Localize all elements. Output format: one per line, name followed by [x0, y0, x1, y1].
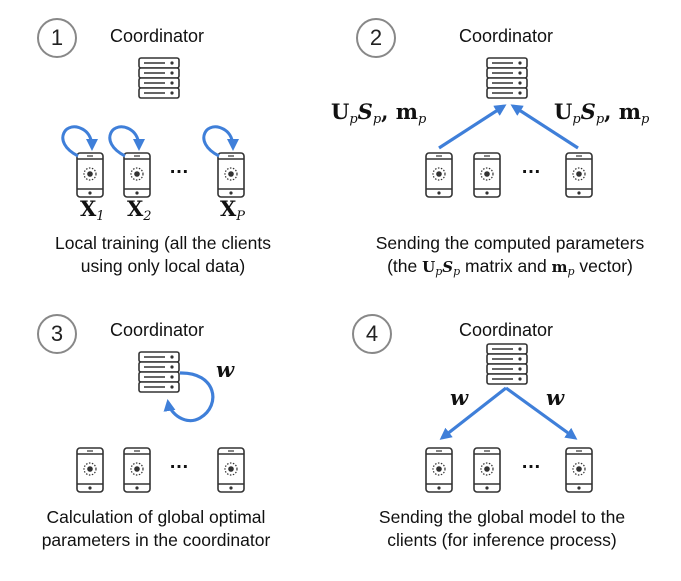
smartphone-icon [473, 447, 501, 493]
coordinator-label: Coordinator [109, 320, 205, 340]
step-number-badge: 3 [37, 314, 77, 354]
smartphone-icon [76, 447, 104, 493]
more-clients-ellipsis: … [521, 156, 541, 178]
panel-caption: Calculation of global optimal parameters… [42, 506, 271, 552]
broadcast-arrow [439, 386, 507, 440]
smartphone-icon [123, 447, 151, 493]
client-data-label: X1 [80, 196, 105, 224]
coordinator-label: Coordinator [458, 26, 554, 46]
step-number-badge: 4 [352, 314, 392, 354]
coordinator-label: Coordinator [109, 26, 205, 46]
global-weights-label: w [216, 357, 235, 382]
step-number-badge: 1 [37, 18, 77, 58]
aggregation-loop-arrow [163, 371, 215, 423]
coordinator-label: Coordinator [458, 320, 554, 340]
caption-line: Sending the computed parameters [375, 233, 645, 253]
uploaded-parameters-label: UpSp, mp [331, 99, 427, 127]
smartphone-icon [76, 152, 104, 198]
caption-line: Local training (all the clients [55, 233, 271, 253]
more-clients-ellipsis: … [169, 156, 189, 178]
smartphone-icon [473, 152, 501, 198]
server-icon [138, 57, 180, 99]
self-loop-arrow [202, 125, 239, 158]
smartphone-icon [425, 447, 453, 493]
server-icon [486, 57, 528, 99]
self-loop-arrow [61, 125, 98, 158]
uploaded-parameters-label: UpSp, mp [554, 99, 650, 127]
server-icon [138, 351, 180, 393]
smartphone-icon [565, 152, 593, 198]
upload-arrow [438, 104, 507, 150]
smartphone-icon [425, 152, 453, 198]
broadcast-arrow [505, 386, 578, 440]
more-clients-ellipsis: … [169, 451, 189, 473]
smartphone-icon [565, 447, 593, 493]
server-icon [486, 343, 528, 385]
client-data-label: XP [220, 196, 246, 224]
panel-caption: Local training (all the clients using on… [55, 232, 271, 278]
caption-line: clients (for inference process) [387, 530, 617, 550]
panel-caption: Sending the computed parameters (the UpS… [376, 232, 645, 283]
panel-caption: Sending the global model to the clients … [379, 506, 625, 552]
caption-line: using only local data) [80, 256, 246, 276]
smartphone-icon [217, 447, 245, 493]
more-clients-ellipsis: … [521, 451, 541, 473]
caption-line: parameters in the coordinator [41, 530, 271, 550]
upload-arrow [510, 104, 579, 150]
global-weights-label: w [450, 385, 469, 410]
step-number-badge: 2 [356, 18, 396, 58]
smartphone-icon [123, 152, 151, 198]
global-weights-label: w [546, 385, 565, 410]
client-data-label: X2 [127, 196, 152, 224]
self-loop-arrow [108, 125, 145, 158]
caption-line: Calculation of global optimal [46, 507, 266, 527]
smartphone-icon [217, 152, 245, 198]
caption-line: Sending the global model to the [378, 507, 626, 527]
caption-line: (the UpSp matrix and mp vector) [387, 256, 633, 278]
